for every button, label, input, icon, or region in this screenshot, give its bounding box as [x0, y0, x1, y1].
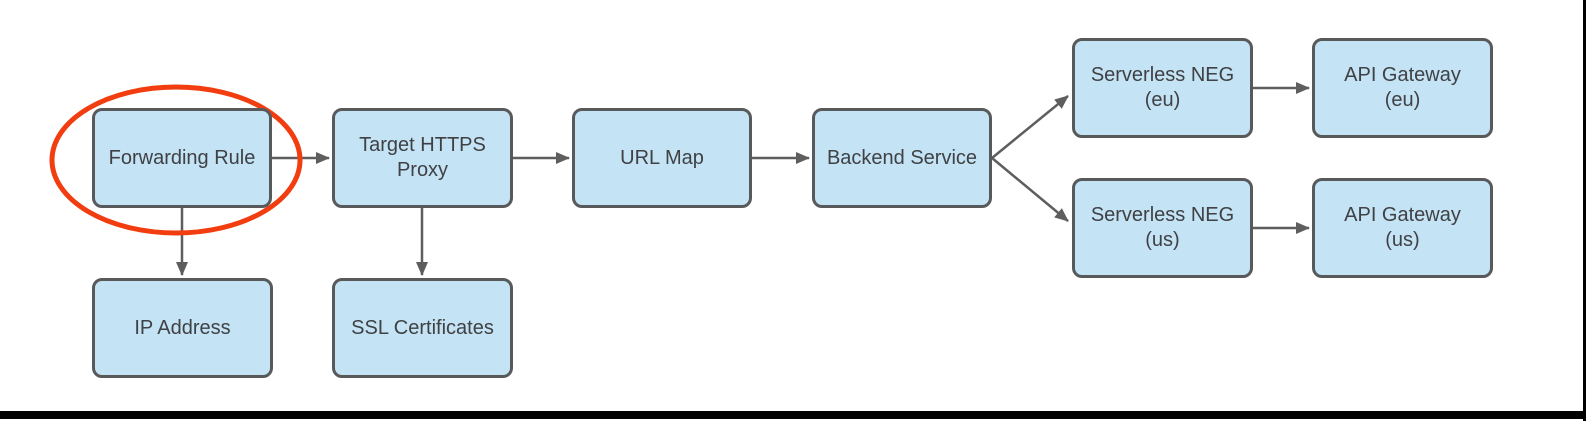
node-label: URL Map: [620, 146, 704, 169]
node-label: Forwarding Rule: [108, 146, 256, 169]
edge-backend-to-neg-eu: [991, 95, 1069, 159]
node-api-gateway-us[interactable]: API Gateway (us): [1312, 178, 1493, 278]
node-label: API Gateway: [1344, 64, 1461, 86]
node-ssl-certificates[interactable]: SSL Certificates: [332, 278, 513, 378]
node-label: (eu): [1384, 89, 1421, 111]
node-label: Backend Service: [826, 146, 978, 169]
node-label: Serverless NEG: [1090, 204, 1235, 226]
node-label: (eu): [1144, 89, 1181, 111]
node-label: Serverless NEG: [1090, 64, 1235, 86]
node-label: Proxy: [396, 159, 449, 181]
node-serverless-neg-us[interactable]: Serverless NEG (us): [1072, 178, 1253, 278]
node-url-map[interactable]: URL Map: [572, 108, 752, 208]
edge-backend-to-neg-us: [991, 157, 1069, 222]
node-forwarding-rule[interactable]: Forwarding Rule: [92, 108, 272, 208]
node-serverless-neg-eu[interactable]: Serverless NEG (eu): [1072, 38, 1253, 138]
node-label: Target HTTPS: [359, 134, 486, 156]
node-target-https-proxy[interactable]: Target HTTPS Proxy: [332, 108, 513, 208]
window-frame-right-edge: [1583, 0, 1586, 421]
node-label: SSL Certificates: [351, 316, 494, 339]
node-label: (us): [1385, 229, 1420, 251]
node-label: IP Address: [134, 316, 231, 339]
node-label: (us): [1145, 229, 1180, 251]
node-label: API Gateway: [1344, 204, 1461, 226]
node-backend-service[interactable]: Backend Service: [812, 108, 992, 208]
window-frame-bottom-edge: [0, 411, 1586, 419]
node-api-gateway-eu[interactable]: API Gateway (eu): [1312, 38, 1493, 138]
node-ip-address[interactable]: IP Address: [92, 278, 273, 378]
